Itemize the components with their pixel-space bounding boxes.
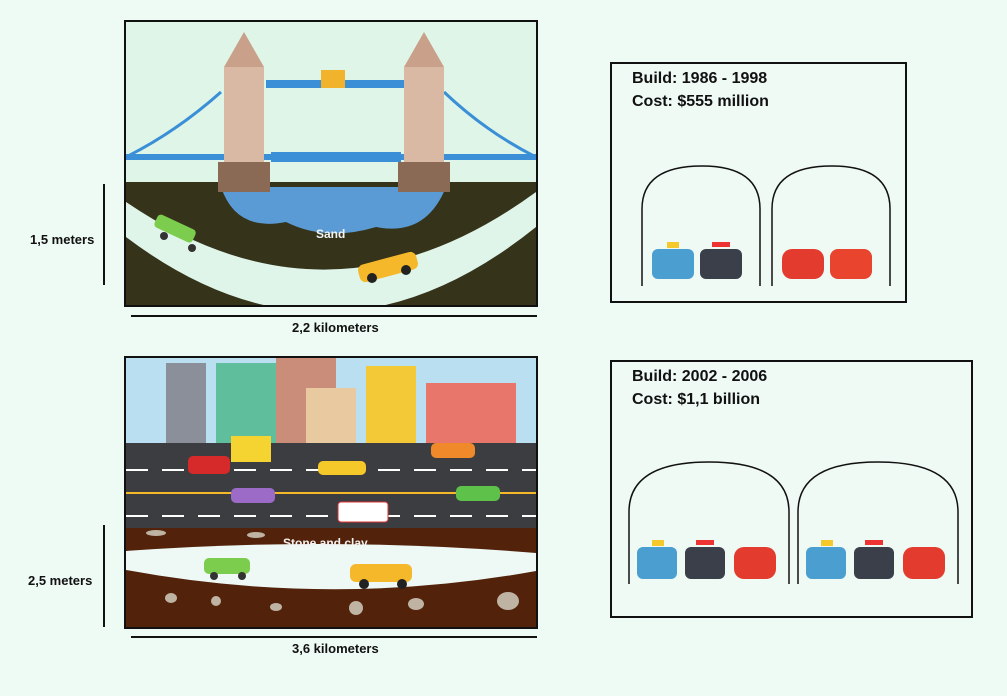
cost: Cost: $555 million	[632, 93, 769, 110]
length-marker	[131, 636, 537, 638]
length-label: 3,6 kilometers	[292, 641, 379, 656]
tunnel-1-info-box: Build: 1986 - 1998 Cost: $555 million	[610, 62, 907, 303]
ground-label: Sand	[316, 227, 346, 241]
tunnel-path	[126, 543, 536, 590]
red-car-icon	[734, 547, 776, 579]
right-tower	[398, 32, 450, 192]
police-car-icon	[685, 540, 725, 579]
yellow-car	[350, 564, 412, 589]
tunnel-path	[126, 192, 536, 305]
school-building	[426, 383, 516, 443]
stones	[146, 530, 519, 615]
red-car-icon	[903, 547, 945, 579]
police-car-icon	[700, 242, 742, 279]
tunnel-2-info-box: Build: 2002 - 2006 Cost: $1,1 billion	[610, 360, 973, 618]
red-van	[188, 456, 230, 474]
green-car	[154, 214, 196, 252]
depth-marker	[103, 525, 105, 627]
left-tower	[218, 32, 270, 192]
river-water	[221, 187, 446, 234]
taxi	[318, 461, 366, 475]
depth-label: 1,5 meters	[30, 232, 95, 247]
green-car	[204, 558, 250, 580]
build-years: Build: 1986 - 1998	[632, 70, 768, 87]
cost: Cost: $1,1 billion	[632, 391, 761, 408]
tunnel-arch	[641, 165, 761, 286]
length-marker	[131, 315, 537, 317]
length-label: 2,2 kilometers	[292, 320, 379, 335]
city-scene	[126, 358, 536, 627]
clay-tunnel-illustration: Stone and clay	[124, 356, 538, 629]
depth-label: 2,5 meters	[28, 573, 93, 588]
tower-bridge-scene	[126, 32, 536, 305]
taxi-icon	[806, 540, 846, 579]
tunnel-arch	[797, 461, 959, 584]
tunnel-arch	[771, 165, 891, 286]
tunnel-cross-section	[628, 461, 959, 584]
road	[126, 443, 536, 528]
hospital-building	[216, 363, 276, 443]
ambulance	[337, 501, 389, 523]
red-car-icon	[782, 249, 824, 279]
taxi-icon	[637, 540, 677, 579]
depth-marker	[103, 184, 105, 285]
build-years: Build: 2002 - 2006	[632, 368, 768, 385]
police-car-icon	[854, 540, 894, 579]
tunnel-cross-section	[641, 165, 891, 286]
bank-building	[306, 388, 356, 443]
red-car-icon	[830, 249, 872, 279]
yellow-car	[358, 251, 418, 283]
tunnel-arch	[628, 461, 790, 584]
sand-tunnel-illustration: Sand	[124, 20, 538, 307]
taxi-icon	[652, 242, 694, 279]
ground-label: Stone and clay	[283, 536, 368, 550]
truck	[231, 436, 271, 462]
